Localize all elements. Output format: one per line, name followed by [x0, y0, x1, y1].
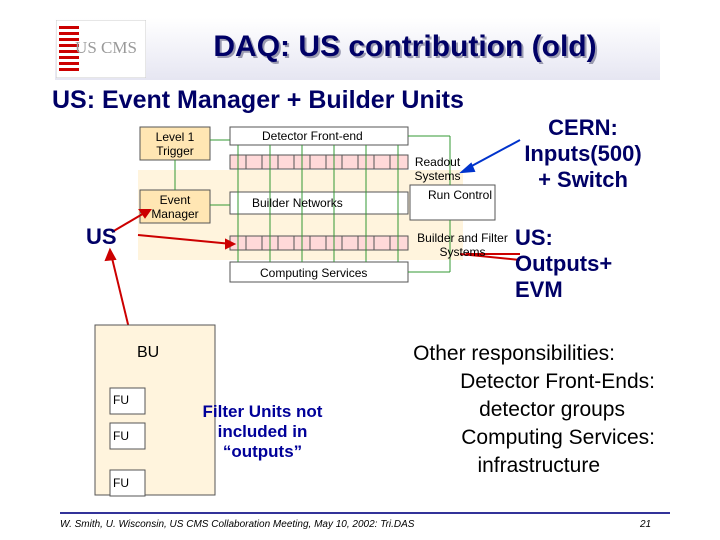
fu-box-1 [109, 387, 146, 415]
builder-networks-box [229, 191, 409, 215]
responsibility-line: Computing Services: [461, 426, 655, 449]
level1-trigger-box [139, 126, 211, 161]
filter-note-line: included in [217, 422, 308, 441]
cern-callout-line: + Switch [538, 167, 628, 192]
event-manager-box [139, 189, 211, 224]
connection-lines [174, 135, 451, 273]
filter-units-note: Filter Units not included in “outputs” [185, 402, 340, 462]
run-control-box [409, 184, 496, 221]
us-label: US [86, 224, 117, 249]
filter-note-line: Filter Units not [202, 402, 323, 421]
run-control-label: Run Control [427, 188, 493, 202]
fu-box-2 [109, 422, 146, 450]
level1-trigger-label: Level 1 Trigger [155, 130, 195, 158]
builder-units-row [229, 235, 409, 251]
readout-units-row [229, 154, 409, 170]
us-outputs-callout: US: Outputs+ EVM [515, 225, 615, 303]
cern-callout: CERN: Inputs(500) + Switch [508, 115, 658, 193]
builder-networks-label: Builder Networks [252, 196, 343, 210]
fu-label-2: FU [113, 429, 129, 443]
event-manager-label: Event Manager [151, 193, 199, 221]
responsibility-line: detector groups [479, 398, 625, 421]
footer-divider [60, 512, 670, 514]
responsibilities-text: Other responsibilities: Detector Front-E… [355, 340, 655, 480]
us-outputs-line: US: [515, 225, 553, 250]
us-outputs-line: Outputs+ [515, 251, 613, 276]
header-band [55, 18, 660, 80]
responsibility-line: infrastructure [477, 454, 600, 477]
us-outputs-line: EVM [515, 277, 563, 302]
fu-label-1: FU [113, 393, 129, 407]
page-subtitle: US: Event Manager + Builder Units [52, 86, 464, 114]
fu-box-3 [109, 469, 146, 497]
bu-label: BU [137, 344, 160, 361]
footer-text: W. Smith, U. Wisconsin, US CMS Collabora… [60, 519, 415, 530]
readout-systems-label: Readout Systems [414, 155, 461, 183]
cern-arrow [459, 139, 521, 174]
filter-note-line: “outputs” [222, 442, 303, 461]
responsibility-line: Other responsibilities: [413, 342, 615, 365]
page-title: DAQ: US contribution (old) [213, 30, 597, 63]
detector-frontend-label: Detector Front-end [262, 129, 363, 143]
us-cms-logo: US CMS [56, 20, 146, 78]
builder-filter-label: Builder and Filter Systems [417, 231, 508, 259]
cern-callout-line: Inputs(500) [524, 141, 642, 166]
cern-callout-line: CERN: [548, 115, 618, 140]
svg-text:US CMS: US CMS [75, 38, 137, 57]
page-number: 21 [640, 519, 652, 530]
computing-services-label: Computing Services [260, 266, 368, 280]
responsibility-line: Detector Front-Ends: [460, 370, 655, 393]
fu-label-3: FU [113, 476, 129, 490]
